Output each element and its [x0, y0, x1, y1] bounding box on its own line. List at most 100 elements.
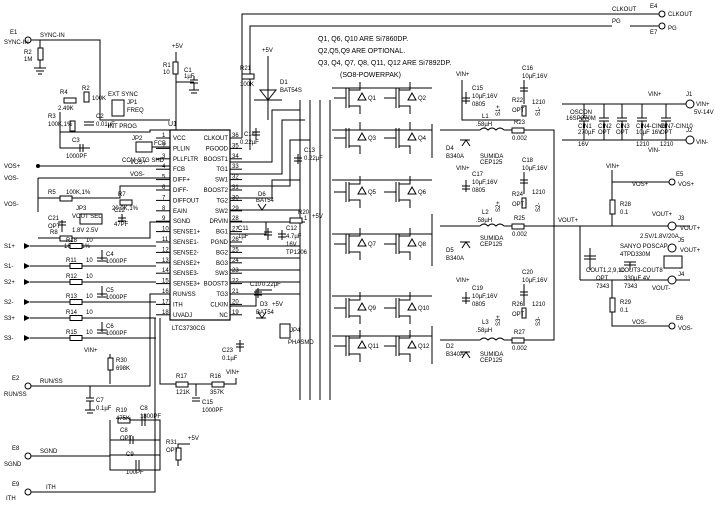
u1-pin-1-name: VCC [173, 136, 186, 142]
input-cap-ref-2: CIN3 [616, 124, 630, 130]
u1-pin-3-number: 3 [162, 154, 166, 160]
note-line-2: Q2,Q5,Q9 ARE OPTIONAL. [318, 48, 405, 55]
q9-source [349, 315, 361, 324]
svg-text:+5V: +5V [262, 48, 273, 54]
q1-source [349, 105, 361, 114]
note-line-4: (SO8-POWERPAK) [340, 72, 401, 79]
jp4-jumper[interactable] [279, 323, 291, 339]
j3-connector[interactable] [667, 221, 677, 231]
u1-pin-12-number: 12 [162, 247, 169, 253]
u1-pin-25-number: 25 [232, 247, 239, 253]
svg-text:L1: L1 [482, 114, 489, 120]
u1-pin-6-number: 6 [162, 185, 166, 191]
svg-text:R24: R24 [512, 192, 524, 198]
c16-capacitor [520, 80, 528, 104]
u1-pin-28-name: DRVIN [209, 219, 228, 225]
svg-text:CEP125: CEP125 [480, 160, 503, 166]
jp1-jumper[interactable] [111, 99, 125, 117]
svg-text:0.01µF: 0.01µF [96, 122, 115, 128]
u1-pin-24-name: BG3 [216, 261, 229, 267]
sense-resistor-r15 [69, 335, 83, 341]
q6-drain [399, 176, 411, 185]
input-capacitor-bank: CIN1270µF16VCIN2OPTCIN3OPTCIN4-CIN610µF … [578, 104, 693, 148]
sense-arrow-3 [24, 299, 30, 305]
q2-source [399, 105, 411, 114]
r26-resistor [521, 307, 527, 319]
svg-text:1µF: 1µF [184, 74, 195, 80]
u1-pin-21-number: 21 [232, 289, 239, 295]
u1-pin-31-name: BOOST2 [204, 188, 229, 194]
svg-text:0805: 0805 [472, 302, 486, 308]
jp2-jumper[interactable] [135, 141, 153, 153]
svg-text:PG: PG [668, 26, 677, 32]
sense-resistor-val-3: 10 [86, 294, 93, 300]
q8-drain [399, 228, 411, 237]
svg-text:VOS-: VOS- [632, 320, 647, 326]
r30-resistor [107, 357, 114, 371]
e6-terminal[interactable] [668, 322, 676, 330]
svg-text:VOS-: VOS- [678, 326, 693, 332]
svg-text:VIN+: VIN+ [456, 278, 470, 284]
c15b-capacitor [462, 92, 470, 104]
svg-text:R28: R28 [620, 202, 632, 208]
q12-ref: Q12 [418, 344, 430, 350]
cout1-capacitor [584, 248, 596, 270]
svg-text:R4: R4 [60, 90, 68, 96]
note-line-1: Q1, Q6, Q10 ARE Si7860DP. [318, 36, 408, 43]
u1-pin-26-number: 26 [232, 237, 239, 243]
u1-right-pins: 36CLKOUT35PGOOD34BOOST133TG132SW131BOOST… [204, 133, 242, 319]
wire-boost1 [230, 109, 300, 163]
q2-body-diode [407, 91, 417, 101]
svg-text:100K: 100K [240, 82, 254, 88]
svg-text:0805: 0805 [472, 102, 486, 108]
svg-text:357K: 357K [210, 390, 224, 396]
q10-source [399, 315, 411, 324]
r16-resistor [211, 381, 225, 388]
sgnd-net: SGND [40, 449, 58, 455]
jp3-jumper[interactable] [79, 213, 103, 225]
l2-inductor [479, 223, 505, 227]
input-cap-val-0: 270µF [578, 130, 595, 136]
svg-text:0.1: 0.1 [620, 210, 629, 216]
e4-terminal[interactable] [658, 10, 666, 18]
wire-boost2 [230, 179, 300, 199]
d5-diode [460, 241, 471, 249]
svg-text:0.22µF: 0.22µF [262, 282, 281, 288]
u1-pin-9-name: SGND [173, 219, 191, 225]
q12-drain [399, 330, 411, 339]
e5-terminal[interactable] [668, 178, 676, 186]
svg-text:7343: 7343 [596, 284, 610, 290]
e9-terminal[interactable] [24, 488, 32, 496]
svg-text:0.002: 0.002 [512, 346, 528, 352]
svg-text:C19: C19 [472, 286, 484, 292]
u1-pin-31-number: 31 [232, 185, 239, 191]
int-prog-label: INT PROG [108, 124, 137, 130]
j2-connector[interactable] [685, 135, 695, 145]
mosfet-q6: Q6 [384, 176, 427, 208]
u1-pin-23-name: SW3 [215, 271, 229, 277]
sense-arrow-2 [24, 279, 30, 285]
j4-connector[interactable] [667, 275, 677, 285]
svg-text:CCM STG SHD: CCM STG SHD [122, 158, 165, 164]
sense-label-s2m: S2- [4, 300, 13, 306]
j5-connector[interactable] [667, 243, 677, 253]
e7-terminal[interactable] [658, 22, 666, 30]
e2-terminal[interactable] [24, 382, 32, 390]
r24-resistor [521, 197, 527, 209]
svg-text:20.0K,1%: 20.0K,1% [112, 206, 139, 212]
svg-text:1800PF: 1800PF [140, 414, 161, 420]
svg-text:B340A: B340A [446, 154, 464, 160]
svg-text:10µF,16V: 10µF,16V [472, 180, 497, 186]
sense-cap-ref-5: C6 [106, 324, 114, 330]
svg-text:VIN+: VIN+ [648, 92, 662, 98]
j1-connector[interactable] [685, 99, 695, 109]
e8-terminal[interactable] [24, 452, 32, 460]
q9-ref: Q9 [368, 306, 377, 312]
svg-text:C23: C23 [222, 348, 234, 354]
svg-text:1M: 1M [24, 57, 32, 63]
svg-text:C13: C13 [304, 148, 316, 154]
svg-text:VIN+: VIN+ [456, 166, 470, 172]
svg-text:VOUT+: VOUT+ [680, 226, 701, 232]
svg-text:0.002: 0.002 [512, 136, 528, 142]
